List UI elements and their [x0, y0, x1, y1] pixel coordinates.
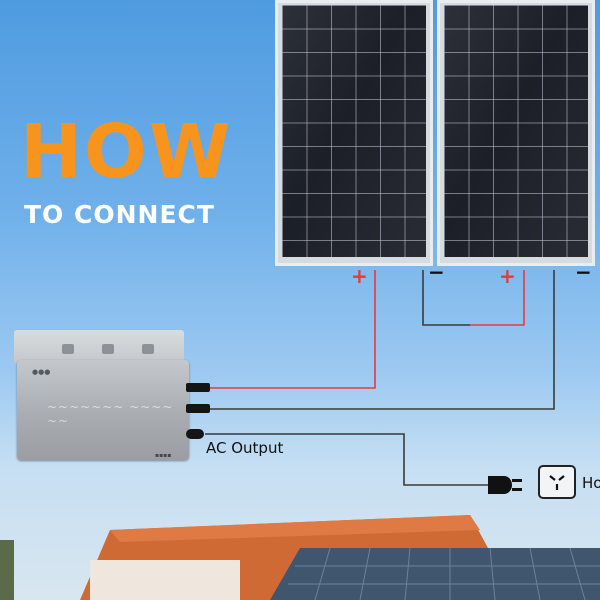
panel2-negative-terminal: −: [575, 260, 592, 284]
solar-panel-1: [275, 0, 433, 266]
headline-how: HOW: [20, 109, 233, 195]
solar-panel-icon: [444, 5, 588, 257]
dc-input-connector-negative: [186, 404, 210, 413]
inverter-brand-mark: ~~~~~~~ ~~~~ ~~: [47, 400, 174, 428]
wire-series-link-positive: [470, 270, 525, 326]
inverter-tag: ●●●: [32, 368, 51, 376]
headline-to-connect: TO CONNECT: [24, 200, 215, 229]
dc-input-connector-positive: [186, 383, 210, 392]
ac-output-label: AC Output: [206, 439, 284, 457]
inverter-mounting-bracket: [14, 330, 184, 364]
panel2-positive-terminal: +: [499, 264, 516, 288]
panel1-positive-terminal: +: [351, 264, 368, 288]
wire-panel2-negative: [208, 270, 555, 410]
inverter-model-plate: ▪▪▪▪: [155, 452, 172, 459]
outlet-label: Ho: [582, 474, 600, 492]
background-houses: [0, 515, 600, 600]
panel1-negative-terminal: −: [428, 260, 445, 284]
wire-series-link-negative: [422, 270, 470, 326]
solar-panel-2: [437, 0, 595, 266]
wall-socket-icon: [538, 465, 576, 499]
microinverter-icon: ●●● ~~~~~~~ ~~~~ ~~ ▪▪▪▪: [17, 360, 189, 460]
solar-panel-icon: [282, 5, 426, 257]
wire-panel1-positive: [208, 270, 376, 389]
ac-output-connector: [186, 429, 204, 439]
plug-icon: [488, 476, 522, 494]
wire-ac-output: [205, 433, 488, 486]
